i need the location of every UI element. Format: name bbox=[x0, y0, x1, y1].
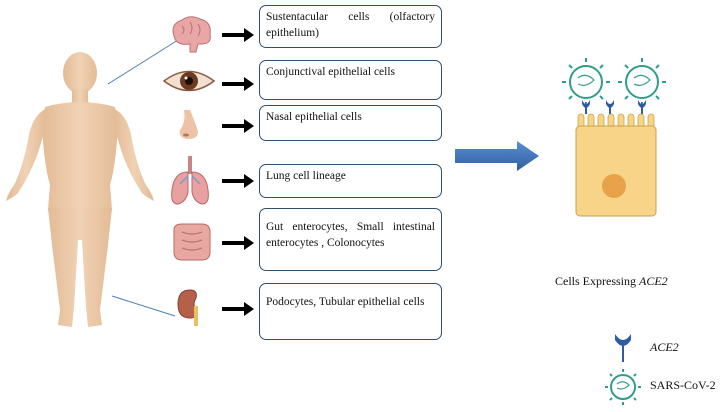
ace2-cell-illustration bbox=[562, 58, 666, 217]
arrow-kidney bbox=[222, 302, 254, 316]
cell-label-eye: Conjunctival epithelial cells bbox=[266, 66, 396, 78]
intestine-icon bbox=[173, 223, 211, 261]
arrow-lungs bbox=[222, 174, 254, 188]
cell-box-kidney: Podocytes, Tubular epithelial cells bbox=[259, 283, 442, 340]
cell-box-brain: Sustentacular cells (olfactory epitheliu… bbox=[259, 5, 442, 48]
arrow-nose bbox=[222, 119, 254, 133]
sars-cov-2-icon bbox=[605, 369, 641, 405]
cell-box-lungs: Lung cell lineage bbox=[259, 164, 442, 198]
cell-box-intestine: Gut enterocytes, Small intestinal entero… bbox=[259, 208, 442, 271]
brain-icon bbox=[172, 16, 211, 53]
eye-icon bbox=[162, 70, 216, 92]
cell-box-eye: Conjunctival epithelial cells bbox=[259, 60, 442, 100]
virus-icon bbox=[618, 58, 666, 106]
legend-ace2-label: ACE2 bbox=[650, 340, 679, 354]
cell-box-nose: Nasal epithelial cells bbox=[259, 105, 442, 141]
arrow-brain bbox=[222, 28, 254, 42]
ace2-receptor-icon bbox=[615, 334, 631, 362]
cell-label-nose: Nasal epithelial cells bbox=[266, 111, 362, 123]
arrow-eye bbox=[222, 77, 254, 91]
cell-label-kidney: Podocytes, Tubular epithelial cells bbox=[266, 296, 425, 308]
legend-virus-label: SARS-CoV-2 bbox=[650, 378, 716, 392]
nose-icon bbox=[179, 110, 198, 139]
big-arrow bbox=[455, 141, 539, 171]
cell-caption: Cells Expressing ACE2 bbox=[555, 274, 668, 289]
virus-icon bbox=[562, 58, 610, 106]
human-body-figure bbox=[6, 52, 154, 327]
cell-caption-gene: ACE2 bbox=[639, 274, 668, 288]
cell-label-lungs: Lung cell lineage bbox=[266, 170, 346, 182]
lungs-icon bbox=[171, 156, 209, 205]
cell-caption-prefix: Cells Expressing bbox=[555, 274, 639, 288]
cell-label-intestine: Gut enterocytes, Small intestinal entero… bbox=[266, 221, 435, 249]
kidney-icon bbox=[177, 289, 198, 326]
arrow-intestine bbox=[222, 236, 254, 250]
cell-label-brain: Sustentacular cells (olfactory epitheliu… bbox=[266, 11, 435, 39]
